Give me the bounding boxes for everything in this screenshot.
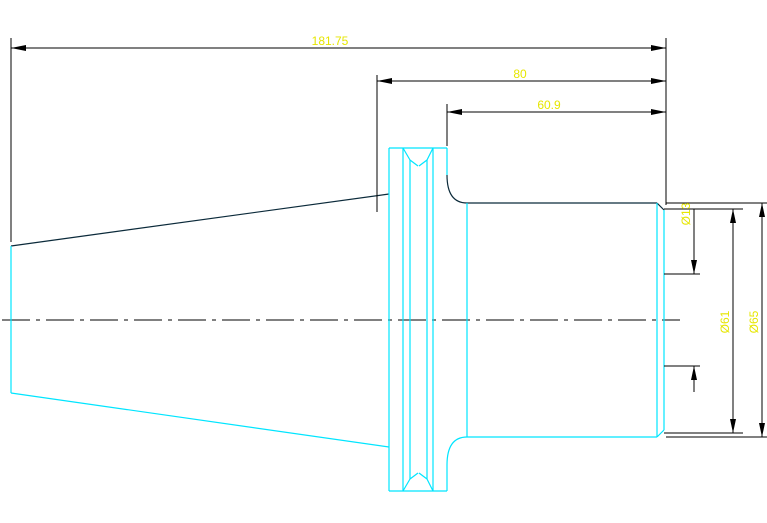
flange-section [388,147,448,492]
dimension-dia-small: Ø13 [679,202,697,392]
dimension-label-overall: 181.75 [312,34,349,48]
dimension-length-60-9: 60.9 [447,98,666,115]
dimension-length-80: 80 [377,67,666,84]
diameter-extension-lines [664,202,767,438]
extension-lines [10,38,667,242]
dimension-overall-length: 181.75 [11,34,666,51]
dimension-label-dia-small: Ø13 [679,202,693,225]
dimension-label-dia-61: Ø61 [718,310,732,333]
dimension-dia-65: Ø65 [747,203,765,437]
fillet-bottom [446,436,468,466]
taper-bottom-edge [10,392,390,448]
dimension-dia-61: Ø61 [718,209,736,433]
taper-section [10,193,390,448]
fillet-top [446,174,468,204]
dimension-label-80: 80 [513,67,527,81]
body-section [466,202,665,438]
dimension-label-dia-65: Ø65 [747,310,761,333]
taper-top-edge [10,193,390,247]
dimension-label-60-9: 60.9 [537,98,561,112]
